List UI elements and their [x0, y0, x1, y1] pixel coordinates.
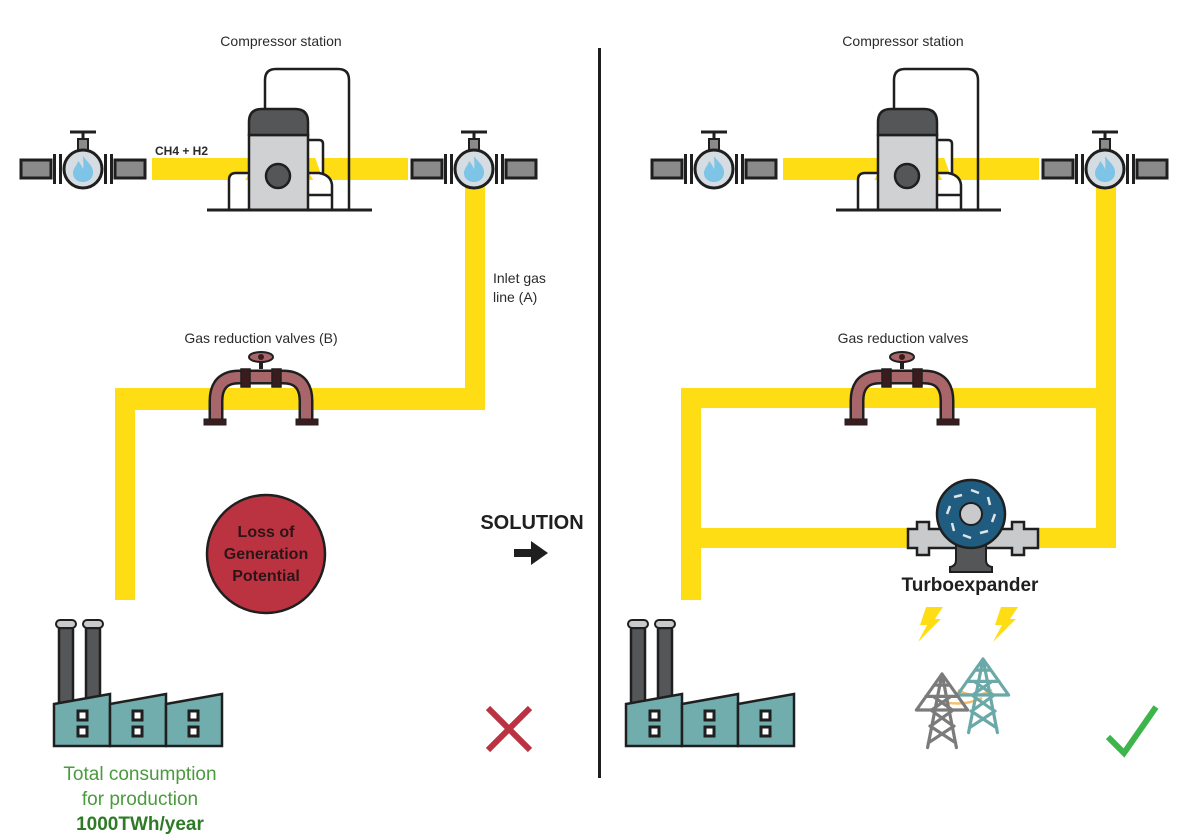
pipe-down-to-factory-left	[115, 388, 135, 600]
compressor-station-left	[205, 67, 374, 212]
pipe-upper-branch	[681, 388, 1116, 408]
lightning-icon	[918, 607, 943, 642]
cross-icon	[485, 705, 533, 753]
loss-badge: Loss of Generation Potential	[224, 522, 308, 588]
solution-label: SOLUTION	[480, 512, 584, 534]
consumption-value: 1000TWh/year	[76, 814, 204, 835]
pipe-inlet-right	[1096, 180, 1116, 548]
compressor-label-right: Compressor station	[842, 33, 964, 49]
loss-badge-line1: Loss of	[237, 524, 295, 541]
consumption-line1: Total consumption	[63, 764, 217, 785]
consumption-line2: for production	[81, 789, 199, 810]
gate-valve-right-1	[650, 130, 778, 190]
pipe-down-to-factory-right	[681, 388, 701, 600]
compressor-station-right	[834, 67, 1003, 212]
pipe-lower-branch	[681, 528, 1116, 548]
compressor-label-left: Compressor station	[220, 33, 342, 49]
inlet-line-label: Inlet gas line (A)	[493, 269, 546, 307]
turboexpander-label: Turboexpander	[901, 575, 1039, 596]
lightning-icon	[993, 607, 1018, 642]
consumption-text: Total consumption for production 1000TWh…	[63, 762, 216, 837]
inlet-line-label-line2: line (A)	[493, 289, 538, 305]
gate-valve-left-1	[19, 130, 147, 190]
reduction-valves-label-right: Gas reduction valves	[837, 330, 969, 346]
loss-badge-line3: Potential	[232, 568, 300, 585]
reduction-valves-label-left: Gas reduction valves (B)	[184, 330, 338, 346]
left-panel	[19, 67, 538, 753]
left-pipeline	[115, 158, 485, 600]
gas-mix-label: CH4 + H2	[155, 144, 209, 158]
check-icon	[1105, 705, 1159, 758]
loss-badge-line2: Generation	[223, 546, 309, 563]
gate-valve-left-2	[410, 130, 538, 190]
factory-right-icon	[624, 618, 796, 748]
loss-badge-circle	[205, 493, 327, 615]
pipe-inlet-a	[465, 180, 485, 410]
panel-divider	[598, 48, 601, 778]
turboexpander-icon	[906, 478, 1040, 573]
power-pylon-icon	[914, 657, 1011, 750]
right-panel	[624, 67, 1169, 758]
factory-left-icon	[52, 618, 224, 748]
gate-valve-right-2	[1041, 130, 1169, 190]
arrow-right-icon	[514, 541, 548, 565]
inlet-line-label-line1: Inlet gas	[493, 270, 546, 286]
